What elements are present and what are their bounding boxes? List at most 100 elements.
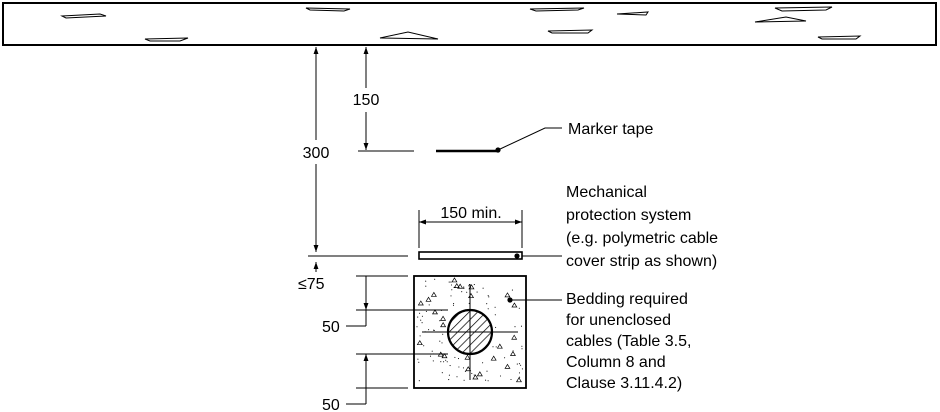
bedding-grain xyxy=(431,309,439,315)
bedding-grain xyxy=(425,285,427,287)
bedding-grain xyxy=(434,278,436,280)
bedding-grain xyxy=(473,284,475,286)
bedding-grain xyxy=(521,345,523,347)
aggregate-mark xyxy=(754,16,807,23)
bedding-grain xyxy=(518,372,521,374)
dimension-bedding-bottom: 50 xyxy=(322,353,448,412)
bedding-grain xyxy=(504,292,511,298)
protection-label-line: Mechanical xyxy=(566,184,647,201)
bedding-grain xyxy=(454,356,456,358)
bedding-grain xyxy=(441,342,443,344)
bedding-grain xyxy=(450,295,452,297)
bedding-grain xyxy=(457,358,460,360)
bedding-grain xyxy=(495,326,497,328)
bedding-grain xyxy=(420,319,422,321)
bedding-grain xyxy=(511,289,513,291)
bedding-grain xyxy=(430,291,437,297)
dimension-bedding-bottom-label: 50 xyxy=(322,397,340,412)
bedding-grain xyxy=(519,376,521,378)
bedding-grain xyxy=(520,325,523,327)
aggregate-mark xyxy=(774,6,833,12)
bedding-grain xyxy=(421,315,423,317)
bedding-grain xyxy=(518,363,520,365)
bedding-grain xyxy=(487,308,489,310)
bedding-grain xyxy=(425,280,427,282)
bedding-label-line: for unenclosed xyxy=(566,312,671,329)
bedding-grain xyxy=(464,354,471,360)
bedding-grain xyxy=(450,281,452,283)
dimension-300-label: 300 xyxy=(303,145,330,162)
bedding-grain xyxy=(496,343,503,349)
bedding-grain xyxy=(419,335,421,337)
bedding-grain xyxy=(457,283,464,289)
bedding-grain xyxy=(433,329,435,331)
bedding-grain xyxy=(516,363,518,365)
bedding-grain xyxy=(425,296,432,302)
bedding-grain xyxy=(443,361,445,363)
bedding-grain xyxy=(515,377,522,383)
bedding-grain xyxy=(423,345,425,347)
bedding-grain xyxy=(446,361,448,363)
bedding-label-line: cables (Table 3.5, xyxy=(566,333,691,350)
bedding-grain xyxy=(450,284,453,286)
cover-strip xyxy=(418,251,523,260)
bedding-grain xyxy=(451,277,458,283)
dimension-150-label: 150 xyxy=(353,92,380,109)
bedding-grain xyxy=(472,374,479,380)
bedding-grain xyxy=(417,300,424,306)
bedding-grain xyxy=(461,291,463,293)
bedding-grain xyxy=(428,304,430,306)
bedding-grain xyxy=(463,379,465,381)
aggregate-mark xyxy=(817,35,862,40)
dimension-le75: ≤75 xyxy=(298,262,408,293)
aggregate-mark xyxy=(60,13,107,19)
bedding-grain xyxy=(473,374,475,376)
bedding-grain xyxy=(504,357,506,359)
bedding-grain xyxy=(417,316,419,318)
marker-tape: Marker tape xyxy=(436,121,653,153)
bedding-grain xyxy=(486,370,488,372)
bedding-grain xyxy=(458,366,460,368)
bedding-label-line: Bedding required xyxy=(566,291,688,308)
aggregate-mark xyxy=(616,11,649,16)
bedding-grain xyxy=(416,326,418,328)
bedding-grain xyxy=(448,379,450,381)
bedding-grain xyxy=(520,364,522,366)
marker-tape-label: Marker tape xyxy=(568,121,653,138)
bedding-grain xyxy=(518,307,520,309)
bedding-grain xyxy=(417,358,419,360)
bedding-grain xyxy=(456,376,458,378)
aggregate-mark xyxy=(144,37,189,42)
bedding-grain xyxy=(468,285,470,287)
bedding-label-line: Column 8 and xyxy=(566,354,666,371)
strip-width-label: 150 min. xyxy=(440,205,501,222)
bedding-grain xyxy=(419,312,421,314)
aggregate-mark xyxy=(547,29,594,34)
bedding-grain xyxy=(440,315,447,321)
dimension-le75-label: ≤75 xyxy=(298,276,325,293)
bedding-grain xyxy=(488,296,490,298)
bedding-grain xyxy=(494,306,496,308)
bedding-grain xyxy=(440,361,442,363)
bedding-grain xyxy=(521,348,523,350)
bedding-grain xyxy=(485,379,487,381)
cable-cross-section xyxy=(446,308,494,356)
aggregate-mark xyxy=(379,31,439,40)
bedding-grain xyxy=(466,291,468,293)
bedding-grain xyxy=(441,372,443,374)
bedding-grain xyxy=(445,359,447,361)
bedding-grain xyxy=(428,329,430,331)
bedding-grain xyxy=(463,287,465,289)
bedding-grain xyxy=(510,378,512,381)
bedding-grain xyxy=(504,363,511,369)
bedding-grain xyxy=(471,372,473,374)
bedding-grain xyxy=(511,334,518,340)
bedding-grain xyxy=(452,304,455,306)
bedding-grain xyxy=(448,281,450,283)
bedding-grain xyxy=(416,339,423,346)
protection-label-line: (e.g. polymetric cable xyxy=(566,230,718,247)
dimension-150: 150 xyxy=(348,47,414,152)
bedding-grain xyxy=(421,322,423,324)
